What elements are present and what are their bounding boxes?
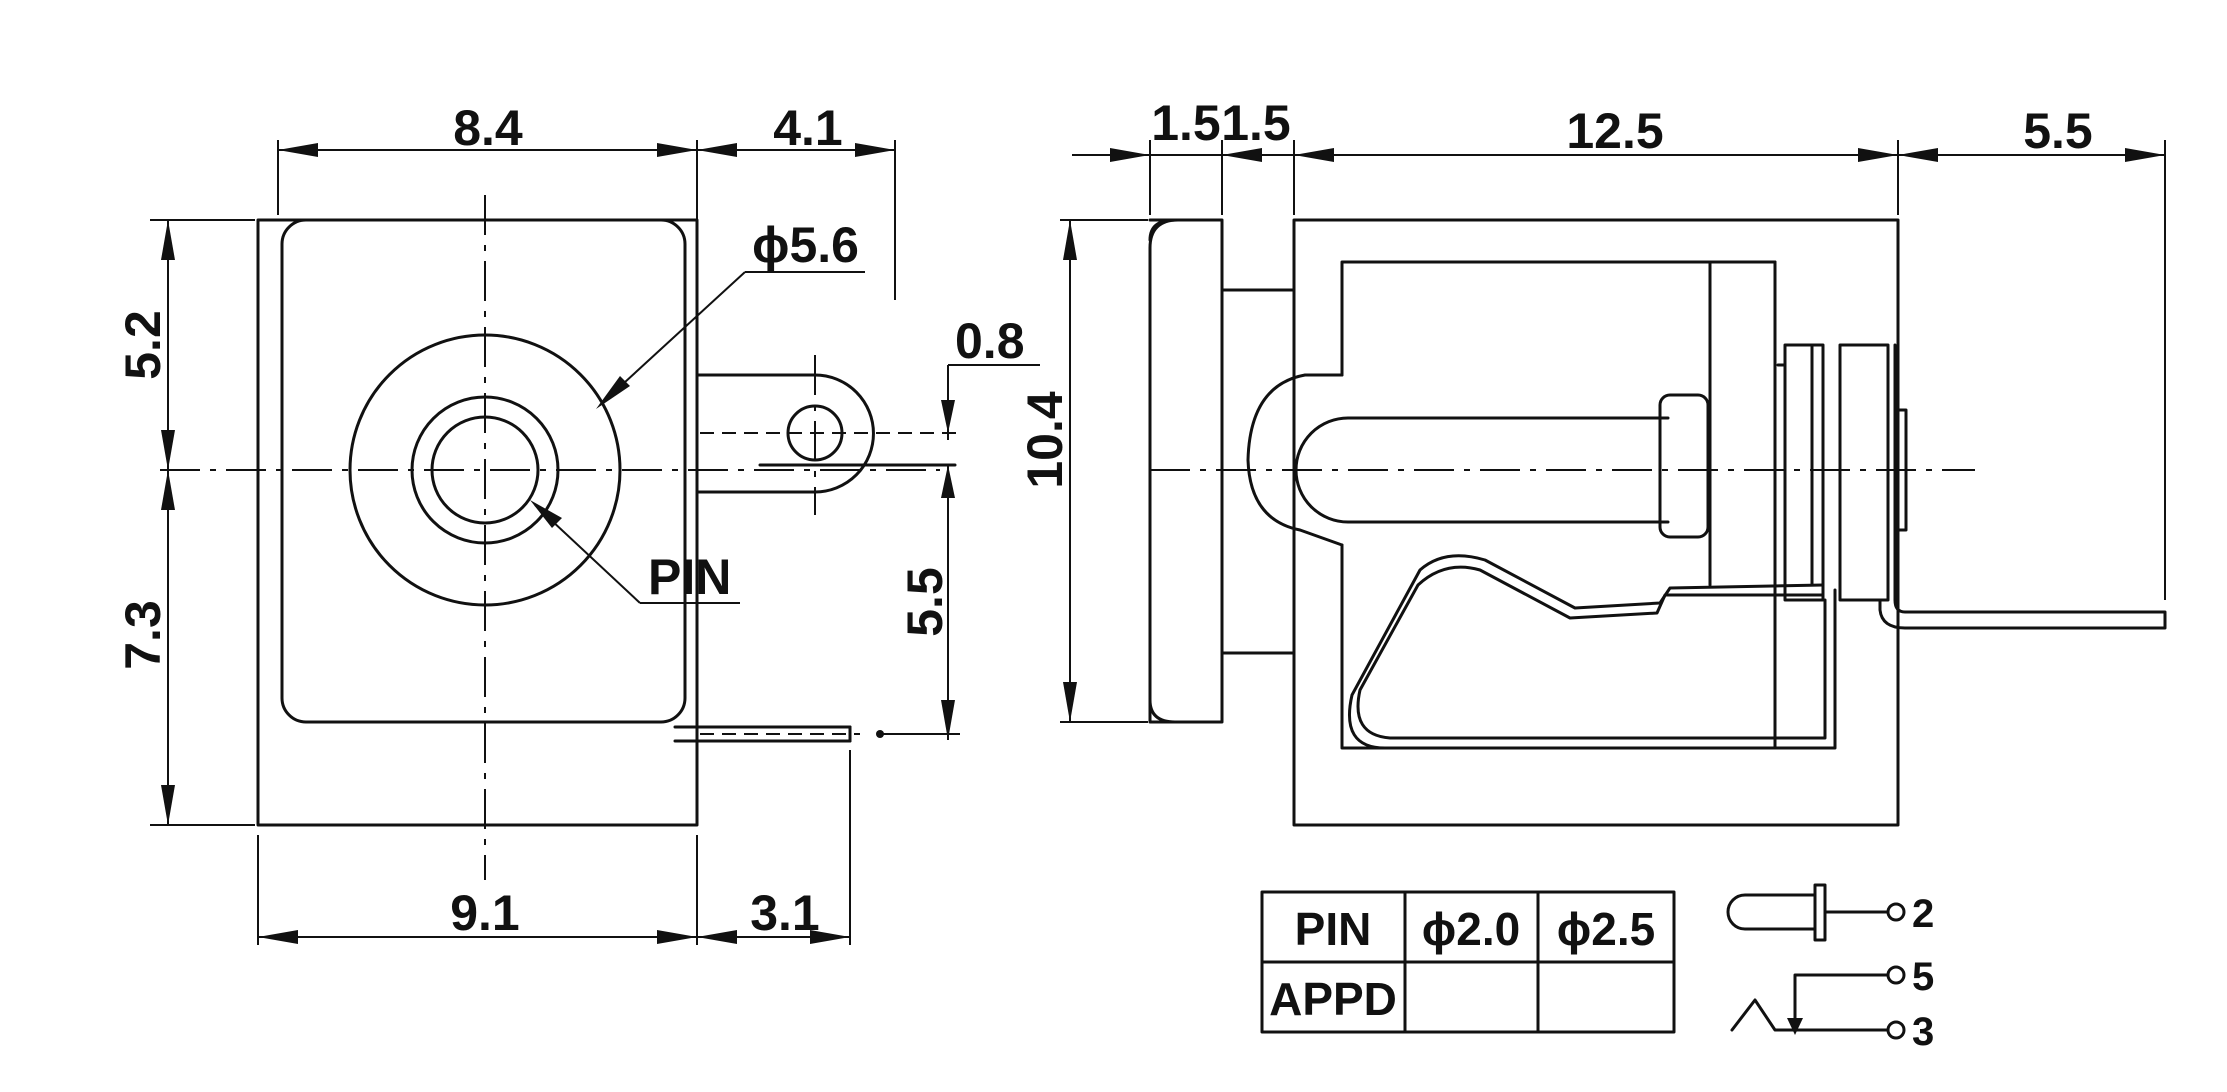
dim-10-4: 10.4 (1017, 391, 1073, 489)
front-mount-tab (695, 373, 875, 494)
schematic-switch (1730, 998, 1890, 1032)
terminal-2: 2 (1912, 892, 1934, 936)
dim-0-8: 0.8 (955, 313, 1025, 369)
side-view (1148, 218, 2167, 827)
terminal-3-node (1886, 1020, 1906, 1040)
terminal-5: 5 (1912, 955, 1934, 999)
schematic-pin-symbol (1726, 893, 1817, 931)
dim-phi-5-6: ϕ5.6 (752, 217, 859, 273)
side-nose (1246, 373, 1344, 547)
dim-5-2: 5.2 (115, 310, 171, 380)
plate-b (1838, 343, 1890, 602)
dim-1-5-a: 1.5 (1151, 95, 1221, 151)
plate-a (1783, 343, 1825, 602)
rear-pin (1878, 343, 2167, 630)
dim-4-1: 4.1 (773, 100, 843, 156)
pin-collar (1658, 393, 1710, 539)
table-header-phi-2-0: ϕ2.0 (1422, 903, 1520, 955)
front-dimensions: 8.4 4.1 5.2 7.3 9.1 3.1 ϕ5.6 (115, 100, 1040, 945)
dim-5-5-side: 5.5 (2023, 103, 2093, 159)
dim-7-3: 7.3 (115, 600, 171, 670)
dim-3-1: 3.1 (750, 885, 820, 941)
table-header-pin: PIN (1295, 903, 1372, 955)
dim-1-5-b: 1.5 (1221, 95, 1291, 151)
terminal-5-node (1886, 965, 1906, 985)
terminal-3: 3 (1912, 1010, 1934, 1054)
side-dimensions: 1.5 1.5 12.5 5.5 10.4 (1017, 95, 2166, 723)
table-header-phi-2-5: ϕ2.5 (1557, 903, 1655, 955)
terminal-2-node (1886, 902, 1906, 922)
pin-label: PIN (648, 549, 731, 605)
dim-9-1: 9.1 (450, 885, 520, 941)
side-neck (1220, 288, 1296, 655)
front-view (160, 195, 960, 880)
dim-5-5-front: 5.5 (897, 567, 953, 637)
pin-table: PIN ϕ2.0 ϕ2.5 APPD (1260, 890, 1676, 1034)
spring-contact (1356, 565, 1827, 740)
schematic-symbol: 2 5 3 (1726, 883, 1934, 1054)
dim-8-4: 8.4 (453, 100, 523, 156)
dim-12-5: 12.5 (1566, 103, 1663, 159)
table-row-appd: APPD (1269, 973, 1397, 1025)
